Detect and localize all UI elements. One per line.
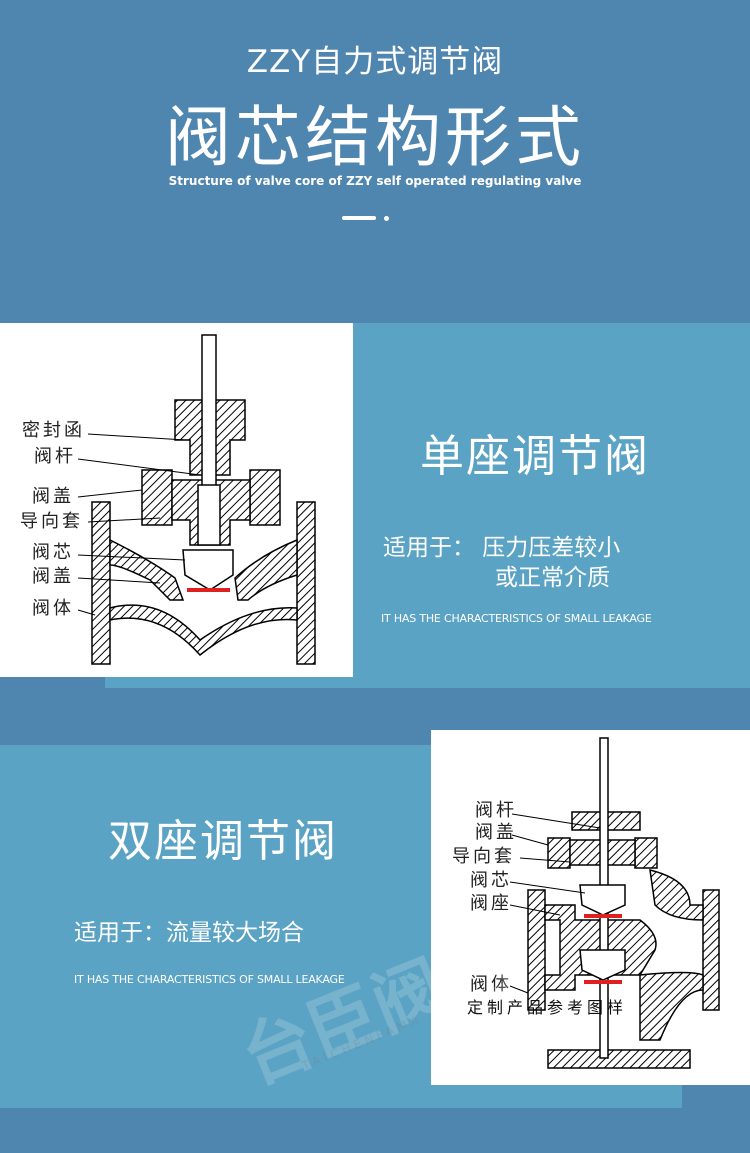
double-seat-english: IT HAS THE CHARACTERISTICS OF SMALL LEAK… [74,973,345,986]
lower-plug [579,949,626,981]
label-plug: 阀芯 [32,542,74,563]
single-seat-title: 单座调节阀 [420,431,650,482]
bonnet-right [634,837,658,869]
bottom-cover [547,1049,691,1069]
valve-plug [182,549,234,591]
valve-body [109,538,185,601]
single-seat-english: IT HAS THE CHARACTERISTICS OF SMALL LEAK… [381,612,652,625]
page-title: 阀芯结构形式 [165,99,585,176]
single-seat-usage-2: 或正常介质 [495,565,610,591]
flange-left [527,889,546,1011]
lower-seat-mark [584,980,622,984]
label-packing-box: 密封函 [22,420,85,441]
divider-dash [342,216,376,220]
flange-left [91,501,111,665]
bonnet-left [547,837,571,869]
double-seat-usage: 适用于：流量较大场合 [74,920,304,946]
label-seat: 阀座 [470,893,512,914]
label-bonnet: 阀盖 [32,486,74,507]
label-stem: 阀杆 [475,800,517,821]
header-english: Structure of valve core of ZZY self oper… [168,174,582,188]
flange-right [702,889,720,1011]
upper-seat-mark [584,914,622,918]
bonnet-left [141,469,173,526]
header-subtitle: ZZY自力式调节阀 [246,44,504,80]
label-body: 阀体 [470,974,512,995]
divider-dot [384,216,389,221]
label-bonnet: 阀盖 [475,822,517,843]
label-stem: 阀杆 [34,446,76,467]
diagram-caption: 定制产品参考图样 [467,998,628,1017]
seat-mark [187,588,230,592]
label-plug: 阀芯 [470,870,512,891]
single-seat-usage-1: 适用于： 压力压差较小 [383,535,621,561]
label-body: 阀体 [32,598,74,619]
label-guide-sleeve: 导向套 [452,846,515,867]
label-guide-sleeve: 导向套 [20,511,83,532]
label-bonnet-2: 阀盖 [32,566,74,587]
flange-right [296,501,316,665]
upper-plug [579,884,626,916]
double-seat-title: 双座调节阀 [108,816,338,867]
